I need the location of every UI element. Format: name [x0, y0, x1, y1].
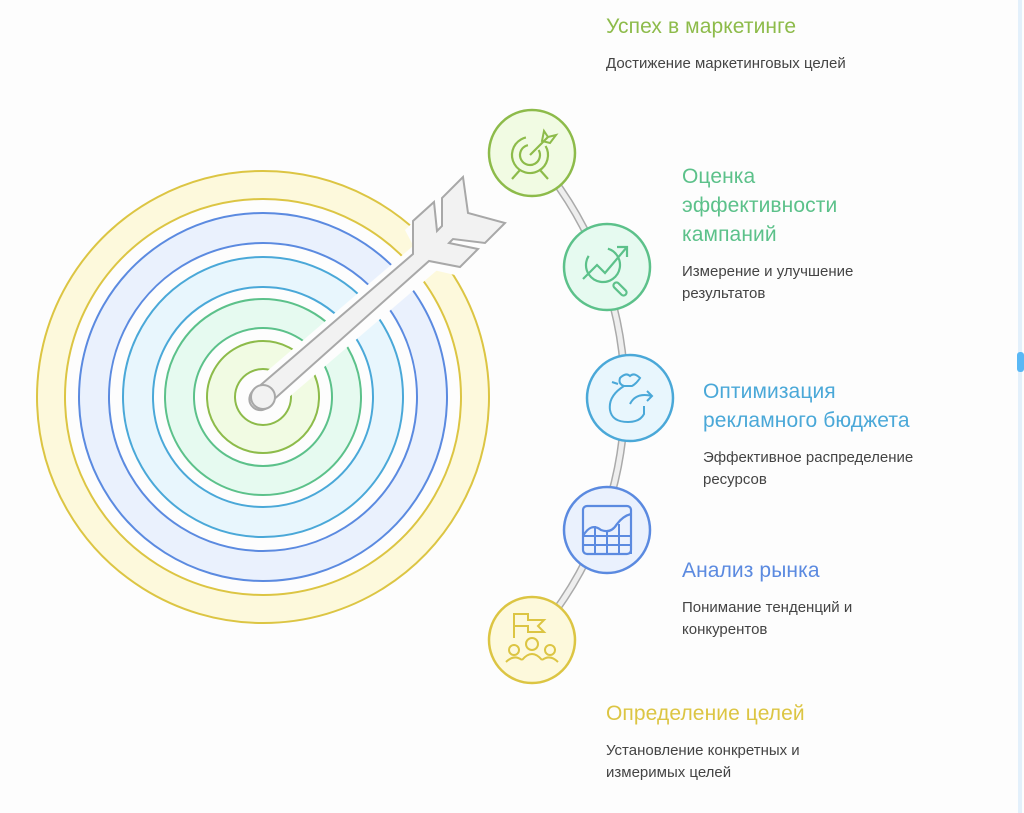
step-circle-2	[585, 353, 675, 443]
step-title: Оценка эффективности кампаний	[682, 162, 882, 249]
step-campaign-evaluation: Оценка эффективности кампаний Измерение и …	[682, 162, 912, 305]
title-line: рекламного бюджета	[703, 409, 910, 432]
step-budget-optimization: Оптимизация рекламного бюджета Эффективно…	[703, 377, 973, 491]
step-market-analysis: Анализ рынка Понимание тенденций и конку…	[682, 556, 912, 641]
title-line: Оценка	[682, 165, 756, 188]
money-bag-arrow-icon	[608, 373, 654, 424]
step-circle-3	[562, 485, 652, 575]
step-description: Измерение и улучшение результатов	[682, 263, 854, 302]
step-description: Достижение маркетинговых целей	[606, 55, 846, 72]
step-description: Эффективное распределение ресурсов	[703, 449, 914, 488]
step-description: Понимание тенденций и конкурентов	[682, 599, 853, 638]
step-goal-definition: Определение целей Установление конкретны…	[606, 699, 866, 784]
step-circle-0	[487, 108, 577, 198]
step-description: Установление конкретных и измеримых целе…	[606, 742, 800, 781]
chart-grid-icon	[581, 504, 633, 556]
ring-market	[78, 212, 448, 582]
ring-budget	[122, 256, 404, 538]
step-title: Анализ рынка	[682, 559, 820, 582]
step-title: Оптимизация рекламного бюджета	[703, 377, 963, 435]
step-title: Успех в маркетинге	[606, 15, 797, 38]
arrow-tip-dot	[250, 384, 276, 410]
title-line: Оптимизация	[703, 380, 836, 403]
scrollbar-thumb[interactable]	[1017, 352, 1024, 372]
scrollbar[interactable]	[1018, 0, 1022, 813]
step-circle-4	[487, 595, 577, 685]
step-circle-1	[562, 222, 652, 312]
title-line: кампаний	[682, 223, 777, 246]
magnifier-trend-icon	[582, 245, 629, 297]
title-line: эффективности	[682, 194, 838, 217]
step-success: Успех в маркетинге Достижение маркетинго…	[606, 12, 866, 75]
step-title: Определение целей	[606, 702, 805, 725]
flag-team-icon	[505, 613, 559, 663]
ring-goals	[36, 170, 490, 624]
